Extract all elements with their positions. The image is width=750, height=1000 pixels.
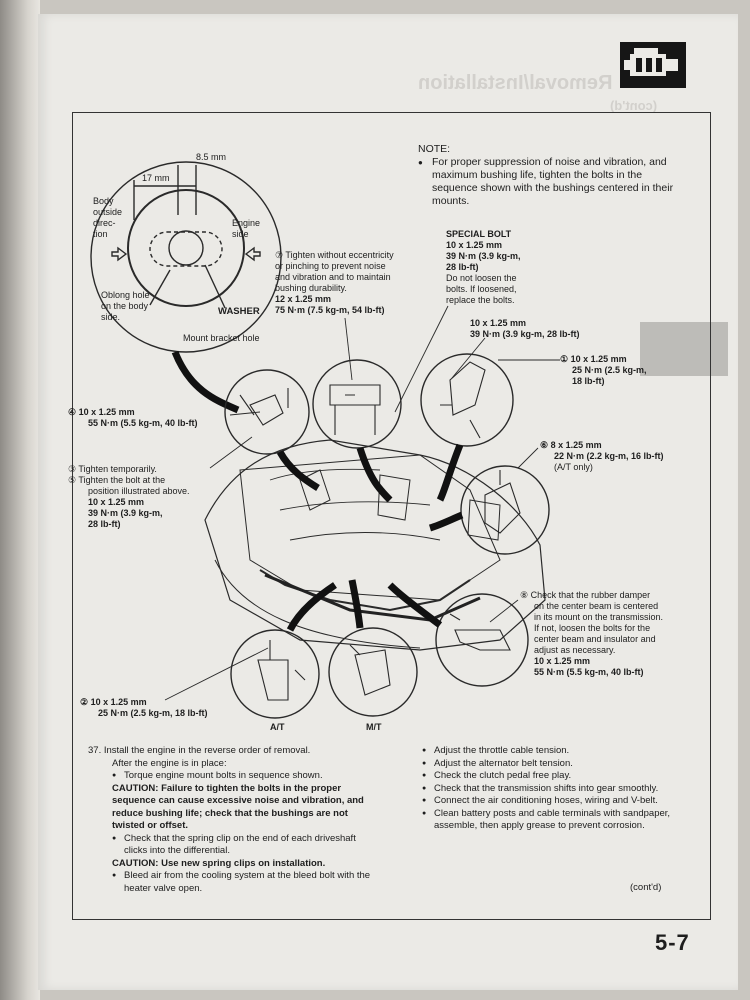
label-mt: M/T xyxy=(366,722,382,732)
callout-1: ① 10 x 1.25 mm 25 N·m (2.5 kg-m, 18 lb-f… xyxy=(560,354,647,386)
bullet-ac-hoses: Connect the air conditioning hoses, wiri… xyxy=(422,795,694,808)
mount-detail-8 xyxy=(435,593,529,687)
bullet-clutch-pedal: Check the clutch pedal free play. xyxy=(422,770,694,783)
label-washer: WASHER xyxy=(218,306,260,317)
mount-detail-1 xyxy=(420,353,514,447)
label-body-outside-direction: Body outside direc- tion xyxy=(93,196,123,239)
callout-special-bolt: SPECIAL BOLT 10 x 1.25 mm 39 N·m (3.9 kg… xyxy=(446,229,521,305)
washer-detail-circle xyxy=(90,161,282,353)
callout-6: ⑥ 8 x 1.25 mm 22 N·m (2.2 kg-m, 16 lb-ft… xyxy=(540,440,664,472)
label-mount-bracket-hole: Mount bracket hole xyxy=(183,333,260,343)
step-37-intro: After the engine is in place: xyxy=(112,757,227,769)
continued-label: (cont'd) xyxy=(630,882,662,893)
caution-bolt-sequence: CAUTION: Failure to tighten the bolts in… xyxy=(112,782,364,832)
bleed-through-tab xyxy=(640,322,728,376)
bullet-throttle-cable: Adjust the throttle cable tension. xyxy=(422,745,694,758)
mount-detail-7 xyxy=(312,359,402,449)
bullet-alternator-belt: Adjust the alternator belt tension. xyxy=(422,758,694,771)
steps-left-column: 37. Install the engine in the reverse or… xyxy=(88,745,373,895)
callout-4: ④ 10 x 1.25 mm 55 N·m (5.5 kg-m, 40 lb-f… xyxy=(68,407,198,428)
dim-17mm: 17 mm xyxy=(142,173,170,183)
page-number: 5-7 xyxy=(655,930,690,955)
mount-detail-at xyxy=(230,629,320,719)
figure-frame xyxy=(72,112,711,920)
engine-icon xyxy=(620,42,686,88)
label-oblong-hole: Oblong hole on the body side. xyxy=(101,290,150,322)
callout-3-5: ③ Tighten temporarily. ⑤ Tighten the bol… xyxy=(68,464,190,529)
mount-detail-mt xyxy=(328,627,418,717)
callout-8: ⑧ Check that the rubber damper on the ce… xyxy=(520,590,664,677)
label-engine-side: Engine side xyxy=(232,218,261,239)
bullet-transmission-shift: Check that the transmission shifts into … xyxy=(422,783,694,796)
mount-detail-4 xyxy=(224,369,310,455)
dim-8-5mm: 8.5 mm xyxy=(196,152,227,162)
callout-2: ② 10 x 1.25 mm 25 N·m (2.5 kg-m, 18 lb-f… xyxy=(80,697,208,718)
mount-detail-6 xyxy=(460,465,550,555)
callout-7: ⑦ Tighten without eccentricity or pinchi… xyxy=(275,250,394,315)
bullet-battery-posts: Clean battery posts and cable terminals … xyxy=(422,808,694,833)
caution-spring-clips: CAUTION: Use new spring clips on install… xyxy=(112,857,326,869)
facing-page-edge xyxy=(0,0,40,1000)
steps-right-column: Adjust the throttle cable tension. Adjus… xyxy=(422,745,694,833)
callout-top-right-torque: 10 x 1.25 mm 39 N·m (3.9 kg-m, 28 lb-ft) xyxy=(470,318,580,339)
bullet-spring-clip: Check that the spring clip on the end of… xyxy=(112,833,373,858)
note-block: NOTE: For proper suppression of noise an… xyxy=(418,143,690,208)
bullet-bleed-air: Bleed air from the cooling system at the… xyxy=(112,870,373,895)
step-37: 37. Install the engine in the reverse or… xyxy=(88,745,311,756)
bullet-torque-mounts: Torque engine mount bolts in sequence sh… xyxy=(112,770,373,783)
note-label: NOTE: xyxy=(418,143,451,155)
note-text: For proper suppression of noise and vibr… xyxy=(418,156,690,208)
label-at: A/T xyxy=(270,722,285,732)
